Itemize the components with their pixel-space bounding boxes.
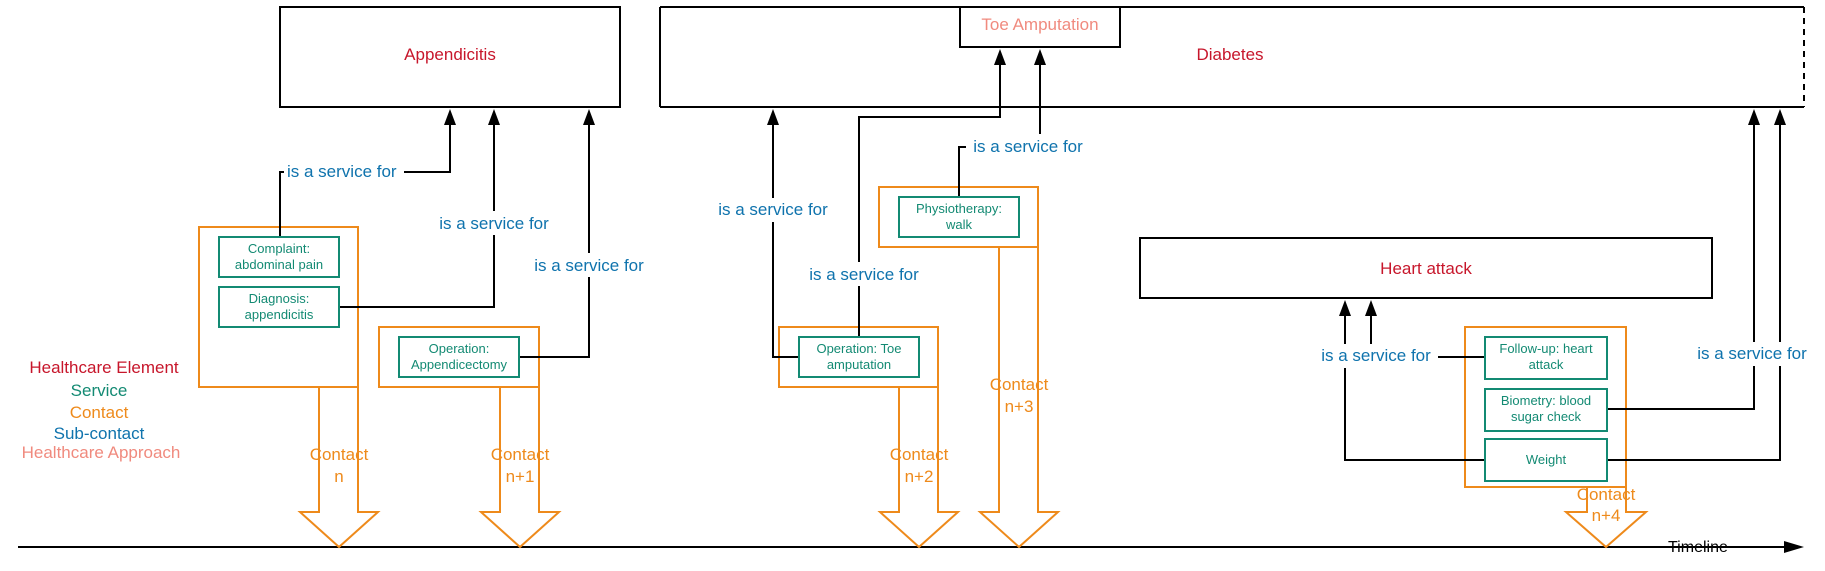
contact-n1-sublabel: n+1 [506, 467, 535, 486]
operation-appendectomy-label-2: Appendicectomy [411, 357, 508, 372]
legend-healthcare-element: Healthcare Element [29, 358, 179, 377]
operation-toe-label-2: amputation [827, 357, 891, 372]
legend-healthcare-approach: Healthcare Approach [22, 443, 181, 462]
legend-contact: Contact [70, 403, 129, 422]
timeline: Timeline [18, 539, 1804, 556]
operation-toe-label-1: Operation: Toe [816, 341, 901, 356]
contact-arrow-n3[interactable]: Contact n+3 [977, 246, 1061, 549]
timeline-label: Timeline [1668, 539, 1728, 556]
contact-arrow-n[interactable]: Contact n [297, 386, 381, 549]
legend-service: Service [71, 381, 128, 400]
heart-attack-box [1139, 237, 1713, 299]
contact-n-sublabel: n [334, 467, 343, 486]
operation-appendectomy-label-1: Operation: [429, 341, 490, 356]
relation-label-complaint: is a service for [287, 162, 397, 181]
biometry-label-2: sugar check [1511, 409, 1582, 424]
contact-n4-label: Contact [1577, 485, 1636, 504]
physiotherapy-label-1: Physiotherapy: [916, 201, 1002, 216]
service-physiotherapy[interactable]: Physiotherapy: walk [898, 196, 1020, 238]
relation-label-heart-attack: is a service for [1321, 346, 1431, 365]
diabetes-element[interactable]: Diabetes [659, 6, 1805, 108]
service-operation-appendectomy[interactable]: Operation: Appendicectomy [398, 336, 520, 378]
followup-label-1: Follow-up: heart [1499, 341, 1593, 356]
relation-label-physiotherapy: is a service for [973, 137, 1083, 156]
timeline-arrowhead [1784, 541, 1804, 553]
complaint-label-1: Complaint: [248, 241, 310, 256]
relation-label-toe-to-diabetes: is a service for [718, 200, 828, 219]
complaint-label-2: abdominal pain [235, 257, 323, 272]
contact-n3-label: Contact [990, 375, 1049, 394]
followup-label-2: attack [1529, 357, 1564, 372]
physiotherapy-label-2: walk [945, 217, 973, 232]
contact-n1-label: Contact [491, 445, 550, 464]
legend-sub-contact: Sub-contact [54, 424, 145, 443]
toe-amputation-box [959, 6, 1121, 48]
appendicitis-label: Appendicitis [404, 45, 496, 64]
relation-label-appendectomy: is a service for [534, 256, 644, 275]
service-followup[interactable]: Follow-up: heart attack [1484, 336, 1608, 380]
service-biometry[interactable]: Biometry: blood sugar check [1484, 388, 1608, 432]
contact-arrow-n1[interactable]: Contact n+1 [478, 386, 562, 549]
service-complaint[interactable]: Complaint: abdominal pain [218, 236, 340, 278]
weight-label: Weight [1526, 452, 1567, 467]
contact-n4-box[interactable] [1464, 326, 1627, 488]
appendicitis-box [279, 6, 621, 108]
service-operation-toe[interactable]: Operation: Toe amputation [798, 336, 920, 378]
contact-n2-sublabel: n+2 [905, 467, 934, 486]
contact-n2-label: Contact [890, 445, 949, 464]
contact-arrow-n2[interactable]: Contact n+2 [877, 386, 961, 549]
heart-attack-element[interactable]: Heart attack [1139, 237, 1713, 299]
heart-attack-label: Heart attack [1380, 259, 1472, 278]
contact-n3-sublabel: n+3 [1005, 397, 1034, 416]
diagnosis-label-1: Diagnosis: [249, 291, 310, 306]
contact-n-label: Contact [310, 445, 369, 464]
diabetes-label: Diabetes [1196, 45, 1263, 64]
relation-label-diagnosis: is a service for [439, 214, 549, 233]
contact-arrow-n4[interactable] [1563, 486, 1649, 549]
toe-amputation-label: Toe Amputation [981, 15, 1098, 34]
contact-n4-sublabel: n+4 [1592, 506, 1621, 525]
relation-labels: is a service for is a service for is a s… [284, 134, 1814, 368]
relation-label-toe-to-approach: is a service for [809, 265, 919, 284]
appendicitis-element[interactable]: Appendicitis [279, 6, 621, 108]
service-weight[interactable]: Weight [1484, 438, 1608, 482]
service-diagnosis[interactable]: Diagnosis: appendicitis [218, 286, 340, 328]
diagnosis-label-2: appendicitis [245, 307, 314, 322]
relation-label-diabetes-right: is a service for [1697, 344, 1807, 363]
biometry-label-1: Biometry: blood [1501, 393, 1591, 408]
toe-amputation-approach[interactable]: Toe Amputation [959, 6, 1121, 48]
legend: Healthcare Element Service Contact Sub-c… [22, 358, 181, 462]
